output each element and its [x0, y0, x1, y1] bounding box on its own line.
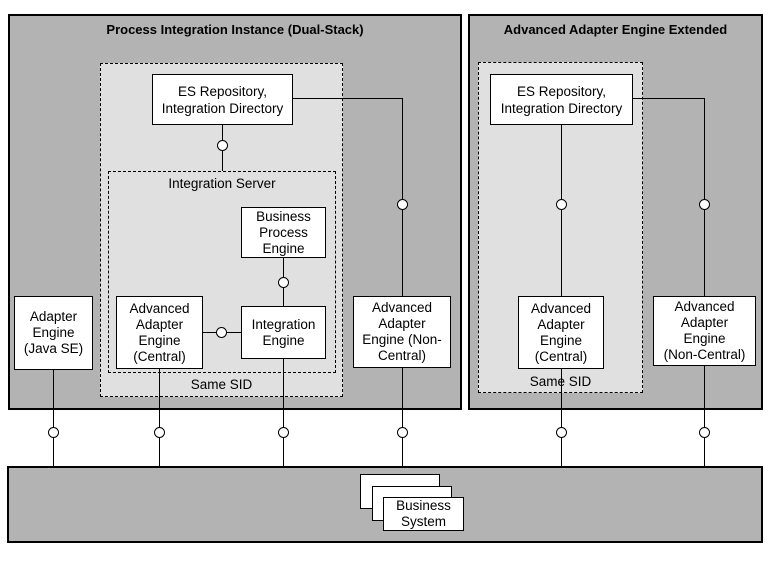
connection-point-icon	[278, 277, 289, 288]
connector-esrepo-right-to-aae-noncentral-v	[704, 98, 705, 296]
node-aae-noncentral-right: Advanced Adapter Engine (Non-Central)	[653, 296, 756, 366]
connection-point-icon	[556, 199, 567, 210]
node-es-repository-left: ES Repository, Integration Directory	[152, 74, 293, 125]
connector-javase-to-business-system	[53, 369, 54, 466]
connector-aaecentral-left-to-business-system	[159, 368, 160, 466]
node-aae-central-right: Advanced Adapter Engine (Central)	[518, 296, 604, 369]
connector-esrepo-to-aae-noncentral-v	[402, 98, 403, 296]
node-es-repository-right: ES Repository, Integration Directory	[490, 74, 633, 125]
connection-point-icon	[699, 199, 710, 210]
connector-aae-noncentral-left-to-business-system	[402, 367, 403, 466]
node-adapter-engine-java-se: Adapter Engine (Java SE)	[14, 296, 93, 370]
node-business-process-engine: Business Process Engine	[241, 207, 326, 258]
left-panel-title: Process Integration Instance (Dual-Stack…	[106, 22, 364, 37]
connection-point-icon	[397, 427, 408, 438]
same-sid-label-left: Same SID	[190, 377, 253, 392]
connector-esrepo-right-to-aaecentral	[561, 124, 562, 296]
connection-point-icon	[48, 427, 59, 438]
connector-esrepo-to-aae-noncentral-h	[292, 98, 403, 99]
node-integration-engine: Integration Engine	[241, 306, 326, 359]
connector-esrepo-right-to-aae-noncentral-h	[631, 98, 704, 99]
connection-point-icon	[216, 327, 227, 338]
node-business-system: Business System	[383, 497, 464, 531]
connector-aaecentral-right-to-business-system	[561, 368, 562, 466]
connection-point-icon	[278, 427, 289, 438]
connection-point-icon	[556, 427, 567, 438]
node-aae-central-left: Advanced Adapter Engine (Central)	[116, 296, 203, 369]
connection-point-icon	[699, 427, 710, 438]
same-sid-label-right: Same SID	[529, 374, 592, 389]
integration-server-label: Integration Server	[168, 176, 276, 191]
connector-aae-noncentral-right-to-business-system	[704, 365, 705, 466]
connection-point-icon	[217, 140, 228, 151]
connection-point-icon	[154, 427, 165, 438]
right-panel-title: Advanced Adapter Engine Extended	[503, 22, 728, 37]
connection-point-icon	[397, 199, 408, 210]
connector-integration-engine-to-business-system	[283, 358, 284, 466]
node-aae-noncentral-left: Advanced Adapter Engine (Non- Central)	[353, 296, 451, 368]
